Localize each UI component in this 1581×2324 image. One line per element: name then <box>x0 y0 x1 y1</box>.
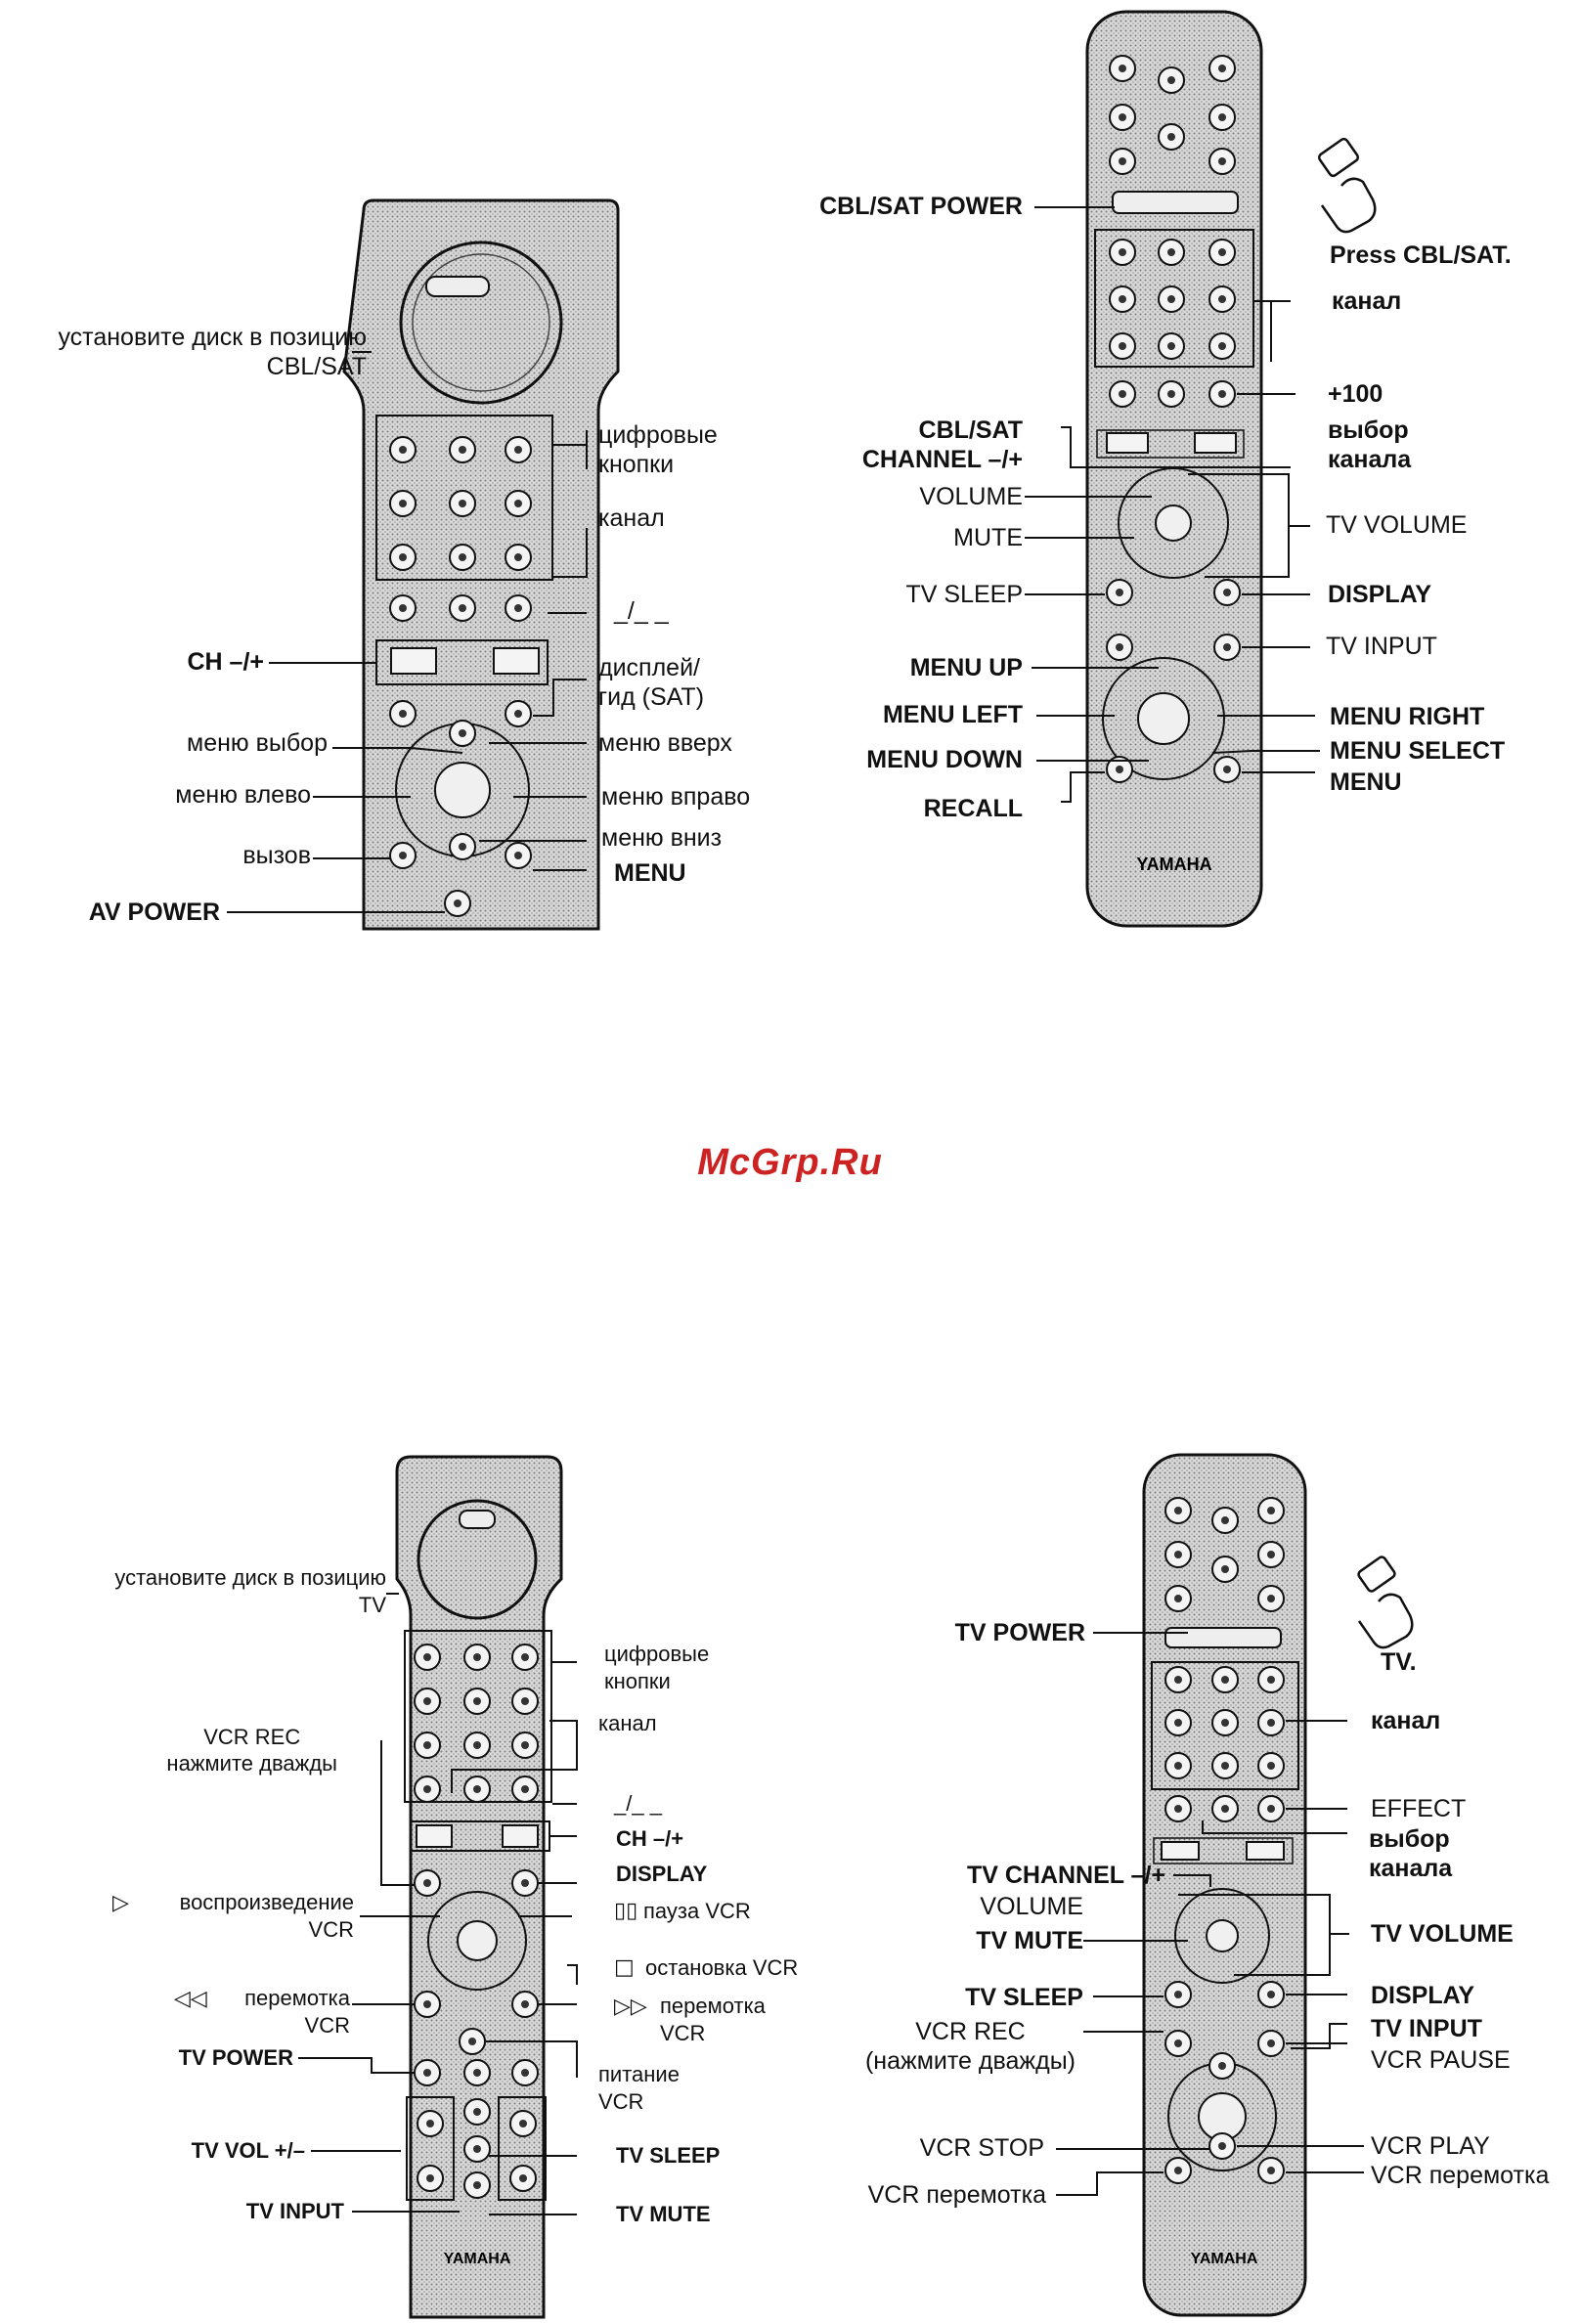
q3-pause-label: пауза VCR <box>643 1899 751 1923</box>
brand-logo-q4: YAMAHA <box>1191 2251 1258 2267</box>
remote-q1 <box>342 198 620 931</box>
q1-av-power-label: AV POWER <box>88 899 220 926</box>
q3-rew-label: перемотка VCR <box>244 1986 350 2038</box>
hand-press-icon-q4 <box>1357 1556 1414 1649</box>
q2-display-label: DISPLAY <box>1328 581 1432 608</box>
rewind-icon: ◁◁ <box>174 1987 207 2011</box>
q3-numeric-label: цифровые кнопки <box>604 1642 710 1693</box>
q3-tv-vol-label: TV VOL +/– <box>191 2138 305 2163</box>
q4-tv-channel-label: TV CHANNEL –/+ <box>966 1862 1165 1889</box>
q4-display-label: DISPLAY <box>1371 1982 1475 2009</box>
q4-vcr-ff-label: VCR перемотка <box>1371 2162 1550 2189</box>
q4-tv-power-label: TV POWER <box>954 1619 1085 1646</box>
q1-dial-label: установите диск в позицию CBL/SAT <box>58 324 367 380</box>
watermark: McGrp.Ru <box>697 1142 883 1183</box>
q3-stop-label: остановка VCR <box>645 1955 799 1980</box>
remote-q4: YAMAHA <box>1142 1453 1307 2317</box>
q4-tv-volume-label: TV VOLUME <box>1371 1920 1514 1948</box>
q2-menu-select-label: MENU SELECT <box>1330 737 1506 765</box>
fast-forward-icon: ▷▷ <box>614 1995 647 2019</box>
q2-tv-volume-label: TV VOLUME <box>1326 511 1468 539</box>
remote-q3: YAMAHA <box>395 1455 563 2319</box>
q4-vcr-rew-label: VCR перемотка <box>867 2181 1046 2209</box>
leader-lines <box>227 206 1364 2215</box>
q4-choice-label: выбор канала <box>1369 1825 1453 1882</box>
q3-display-label: DISPLAY <box>616 1862 708 1886</box>
q4-vcr-pause-label: VCR PAUSE <box>1371 2046 1511 2074</box>
q3-tv-sleep-label: TV SLEEP <box>616 2143 721 2168</box>
q2-volume-label: VOLUME <box>919 483 1023 510</box>
q4-tv-label: TV. <box>1381 1648 1417 1676</box>
q1-channel-label: канал <box>598 504 665 532</box>
q1-ch-label: CH –/+ <box>187 648 264 676</box>
q2-menu-down-label: MENU DOWN <box>866 746 1023 773</box>
pause-icon: ▯▯ <box>614 1899 638 1923</box>
q3-tv-power-label: TV POWER <box>178 2045 293 2070</box>
q2-tv-input-label: TV INPUT <box>1326 633 1437 660</box>
q2-choice-label: выбор канала <box>1328 417 1412 473</box>
q2-press-label: Press CBL/SAT. <box>1330 241 1512 269</box>
q2-menu-right-label: MENU RIGHT <box>1330 703 1485 730</box>
q3-tv-input-label: TV INPUT <box>245 2199 344 2223</box>
q4-tv-input-label: TV INPUT <box>1371 2015 1482 2042</box>
q3-dial-label: установите диск в позицию TV <box>114 1565 386 1617</box>
stop-icon: □ <box>614 1955 635 1980</box>
q1-menu-down-label: меню вниз <box>601 824 723 852</box>
brand-logo-q2: YAMAHA <box>1136 855 1211 874</box>
q3-dash-label: _/_ _ <box>614 1791 662 1816</box>
q1-dash-label: _/_ _ <box>614 597 669 625</box>
q4-vcr-play-label: VCR PLAY <box>1371 2132 1490 2160</box>
q1-menu-up-label: меню вверх <box>598 729 732 757</box>
hand-press-icon-q2 <box>1317 137 1377 234</box>
remote-q2: YAMAHA <box>1085 10 1263 928</box>
q4-vcr-stop-label: VCR STOP <box>919 2134 1044 2162</box>
q2-cbl-channel-label: CBL/SAT CHANNEL –/+ <box>861 417 1023 473</box>
q1-numeric-label: цифровые кнопки <box>598 421 718 478</box>
q2-menu-label: MENU <box>1330 768 1402 796</box>
q2-cbl-power-label: CBL/SAT POWER <box>819 193 1023 220</box>
q3-ff-label: перемотка VCR <box>660 1994 766 2045</box>
q2-mute-label: MUTE <box>953 524 1023 551</box>
q4-volume-label: VOLUME <box>980 1893 1083 1920</box>
q2-channel-label: канал <box>1332 287 1402 315</box>
q1-display-label: дисплей/ гид (SAT) <box>598 654 705 711</box>
brand-logo-q3: YAMAHA <box>444 2251 511 2267</box>
q1-recall-label: вызов <box>242 842 311 869</box>
play-icon: ▷ <box>112 1891 129 1915</box>
q3-tv-mute-label: TV MUTE <box>616 2202 711 2226</box>
q3-ch-label: CH –/+ <box>616 1826 684 1851</box>
q4-channel-label: канал <box>1371 1707 1441 1734</box>
q3-vcr-power-label: питание VCR <box>598 2062 680 2114</box>
q3-play-label: воспроизведение VCR <box>179 1890 354 1942</box>
q2-recall-label: RECALL <box>923 795 1023 822</box>
q2-menu-left-label: MENU LEFT <box>882 701 1023 728</box>
q2-menu-up-label: MENU UP <box>909 654 1023 681</box>
q1-menu-left-label: меню влево <box>175 781 311 809</box>
q1-menu-right-label: меню вправо <box>601 783 751 811</box>
q4-tv-mute-label: TV MUTE <box>976 1927 1083 1954</box>
q4-effect-label: EFFECT <box>1371 1795 1467 1822</box>
q2-plus100-label: +100 <box>1328 380 1383 408</box>
q2-tv-sleep-label: TV SLEEP <box>905 581 1024 608</box>
q3-vcr-rec-label: VCR REC нажмите дважды <box>166 1725 337 1776</box>
q1-menu-label: MENU <box>614 859 686 887</box>
q4-tv-sleep-label: TV SLEEP <box>965 1984 1083 2011</box>
q1-menu-select-label: меню выбор <box>187 729 328 757</box>
q3-channel-label: канал <box>598 1711 657 1735</box>
q4-vcr-rec-label: VCR REC (нажмите дважды) <box>864 2018 1076 2075</box>
